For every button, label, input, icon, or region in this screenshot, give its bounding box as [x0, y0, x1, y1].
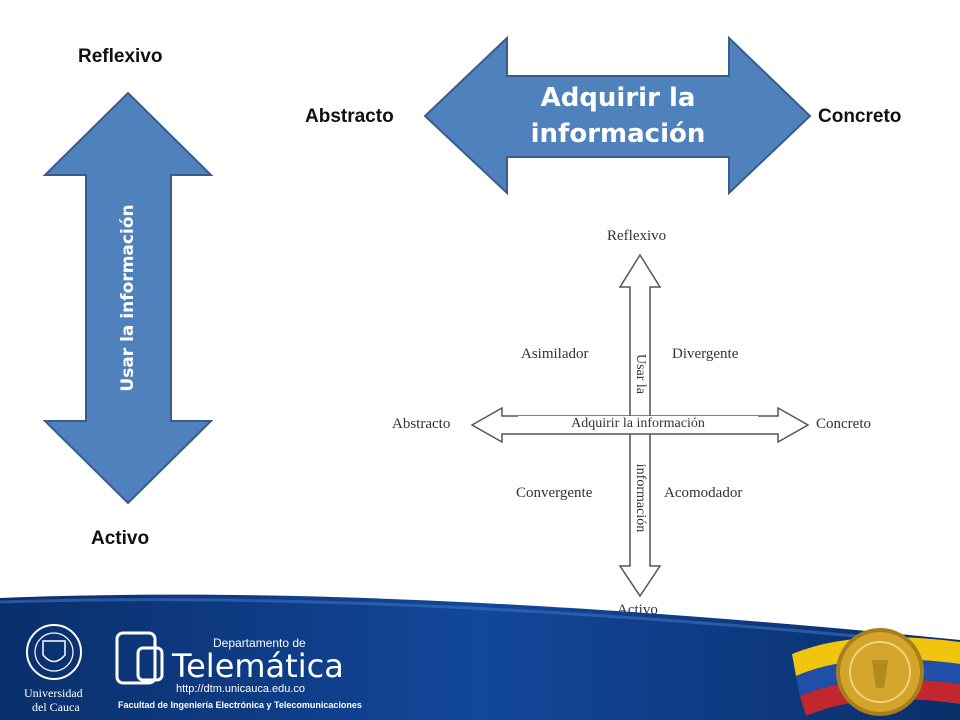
university-name-line1: Universidad — [24, 686, 83, 700]
left-bottom-label: Activo — [91, 528, 150, 549]
department-label: Departamento de — [213, 636, 306, 650]
university-seal-icon — [26, 624, 82, 680]
department-url[interactable]: http://dtm.unicauca.edu.co — [176, 683, 306, 695]
diagram-horizontal-arrow-label: Adquirir la información — [518, 416, 758, 432]
top-arrow-label-line1: Adquirir la — [540, 83, 696, 113]
top-horizontal-arrow-shape — [423, 35, 812, 196]
accreditation-medal-icon — [836, 628, 924, 716]
quadrant-divergente: Divergente — [672, 346, 739, 362]
quadrant-asimilador: Asimilador — [521, 346, 589, 362]
diagram-right-label: Concreto — [816, 416, 871, 432]
top-left-label: Abstracto — [305, 106, 394, 127]
telematica-logo-icon — [115, 631, 164, 685]
left-vertical-arrow-shape — [42, 91, 214, 505]
telematica-title: Telemática — [172, 647, 344, 685]
footer-wave — [0, 594, 960, 720]
top-right-label: Concreto — [818, 106, 902, 127]
diagram-top-label: Reflexivo — [607, 228, 667, 244]
faculty-name: Facultad de Ingeniería Electrónica y Tel… — [118, 700, 362, 710]
university-name-line2: del Cauca — [32, 700, 80, 714]
top-arrow-label-line2: información — [530, 119, 706, 149]
left-top-label: Reflexivo — [78, 46, 163, 67]
diagram-left-label: Abstracto — [392, 416, 451, 432]
quadrant-acomodador: Acomodador — [664, 485, 743, 501]
footer-highlight — [0, 598, 960, 648]
quadrant-convergente: Convergente — [516, 485, 593, 501]
